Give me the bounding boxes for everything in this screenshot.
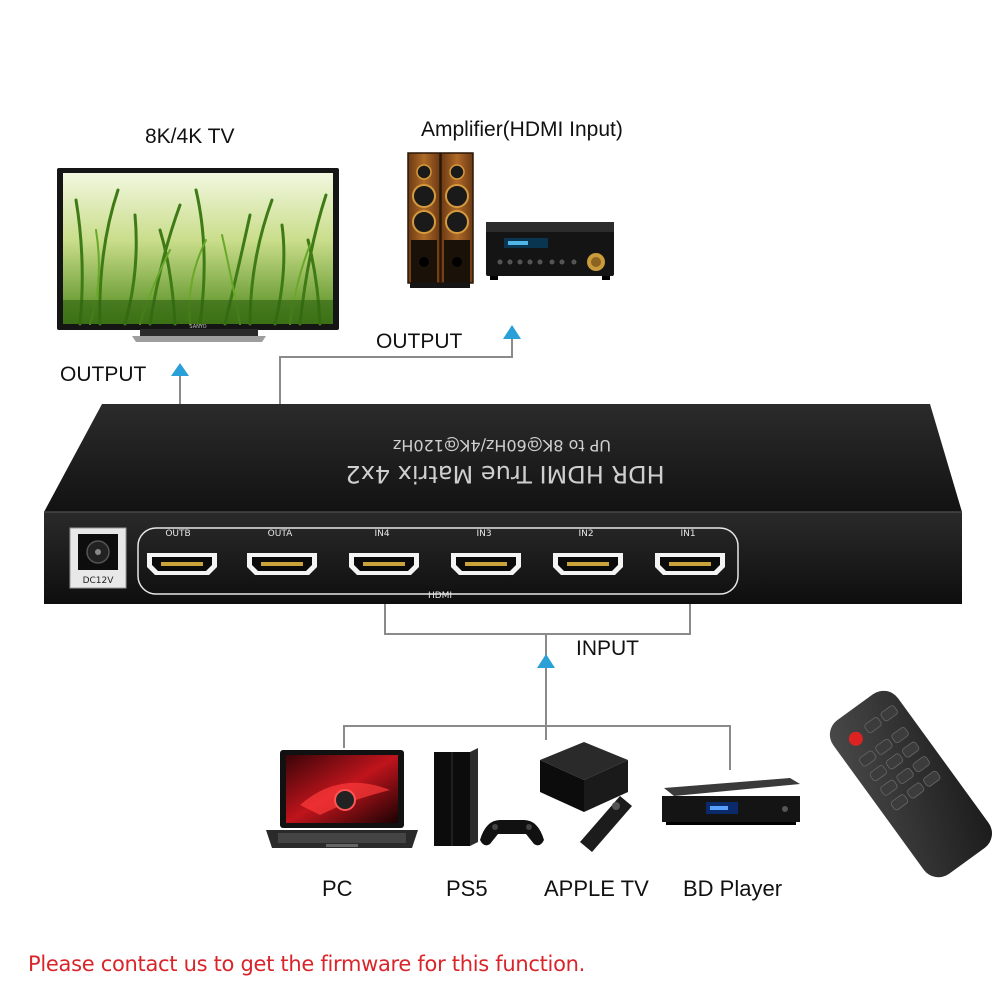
pc-illustration: [266, 750, 418, 848]
flow-arrows: [171, 325, 555, 668]
output-label-right: OUTPUT: [376, 330, 463, 353]
port-label-in4: IN4: [374, 529, 389, 539]
amplifier-illustration: [407, 152, 614, 288]
hdmi-ports: [147, 553, 725, 575]
remote-illustration: [829, 690, 992, 878]
connection-lines: [179, 330, 731, 770]
port-label-outa: OUTA: [268, 529, 293, 539]
amplifier-label: Amplifier(HDMI Input): [421, 118, 623, 141]
pc-label: PC: [322, 876, 353, 901]
hdmi-matrix-device: OUTB OUTA IN4 IN3 IN2 IN1 HDMI DC12V HDR…: [44, 404, 962, 604]
output-label-left: OUTPUT: [60, 363, 147, 386]
tv-brand: SANYO: [189, 324, 206, 330]
power-label: DC12V: [83, 576, 115, 586]
tv-label: 8K/4K TV: [145, 125, 235, 148]
hdmi-label: HDMI: [428, 591, 452, 601]
device-subtitle: UP to 8K@60Hz/4K@120Hz: [393, 436, 611, 455]
input-label: INPUT: [576, 637, 639, 660]
apple-tv-label: APPLE TV: [544, 876, 649, 901]
tv-illustration: SANYO: [57, 168, 339, 342]
arrow-up-icon: [537, 654, 555, 668]
port-label-in2: IN2: [578, 529, 593, 539]
port-label-outb: OUTB: [165, 529, 190, 539]
bd-player-label: BD Player: [683, 876, 783, 901]
device-title: HDR HDMI True Matrix 4x2: [345, 460, 664, 488]
apple-tv-illustration: [540, 742, 632, 852]
port-label-in3: IN3: [476, 529, 491, 539]
arrow-up-icon: [171, 363, 189, 376]
port-label-in1: IN1: [680, 529, 695, 539]
ps5-illustration: [434, 748, 544, 846]
bd-player-illustration: [662, 778, 800, 825]
arrow-up-icon: [503, 325, 521, 339]
firmware-note: Please contact us to get the firmware fo…: [28, 952, 586, 976]
ps5-label: PS5: [446, 876, 488, 901]
